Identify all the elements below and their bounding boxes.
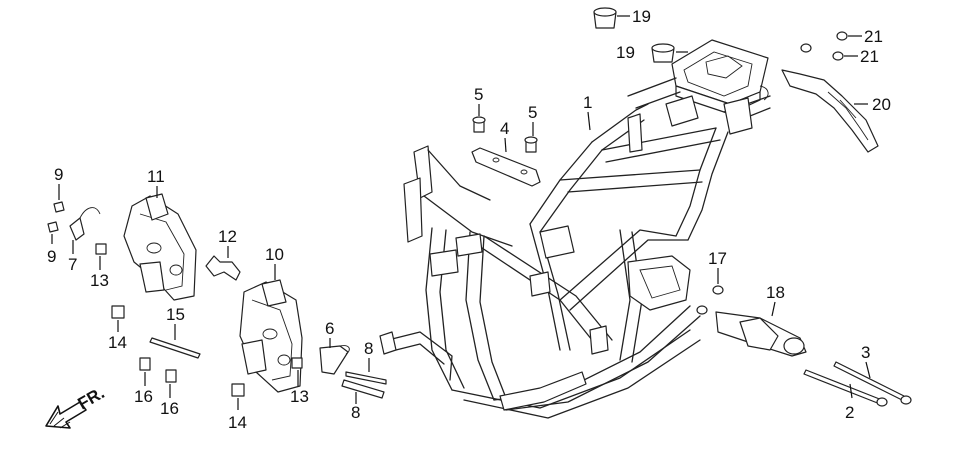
callout-1: 1 [583,93,592,112]
callout-21b: 21 [860,47,879,66]
callout-3: 3 [861,343,870,362]
part-18-hanger [715,311,807,357]
callout-20: 20 [872,95,891,114]
callout-17: 17 [708,249,727,268]
callout-4: 4 [500,119,509,138]
long-bolts [803,361,912,407]
main-frame [379,39,771,419]
part-6-bracket [319,345,350,375]
callout-5b: 5 [528,103,537,122]
part-15-strip [149,337,201,359]
callout-18: 18 [766,283,785,302]
callout-16b: 16 [160,399,179,418]
callout-15: 15 [166,305,185,324]
callout-8a: 8 [364,339,373,358]
callout-5a: 5 [474,85,483,104]
part-21-bolts [800,31,848,61]
callout-8b: 8 [351,403,360,422]
callout-13a: 13 [90,271,109,290]
callout-16a: 16 [134,387,153,406]
callout-19b: 19 [616,43,635,62]
part-5-bolts [472,116,538,153]
part-12-bracket [205,255,241,281]
callout-13b: 13 [290,387,309,406]
part-7-clip [69,207,101,241]
part-10-bracket [239,279,303,393]
callout-2: 2 [845,403,854,422]
callout-10: 10 [265,245,284,264]
part-number-labels: 1 2 3 4 5 5 6 7 8 8 9 9 10 11 12 13 13 1… [47,7,891,432]
callout-19a: 19 [632,7,651,26]
small-fasteners [47,201,724,397]
part-8-pins [341,371,387,399]
part-19-collars [593,7,675,63]
callout-14b: 14 [228,413,247,432]
callout-12: 12 [218,227,237,246]
part-11-bracket [123,193,197,301]
callout-9a: 9 [54,165,63,184]
callout-6: 6 [325,319,334,338]
callout-9b: 9 [47,247,56,266]
callout-14a: 14 [108,333,127,352]
part-4-bracket [471,147,541,187]
front-direction-arrow-icon [45,401,87,429]
callout-7: 7 [68,255,77,274]
callout-11: 11 [147,167,165,186]
leader-lines [51,15,871,410]
part-20-bracket [781,69,879,153]
callout-21a: 21 [864,27,883,46]
